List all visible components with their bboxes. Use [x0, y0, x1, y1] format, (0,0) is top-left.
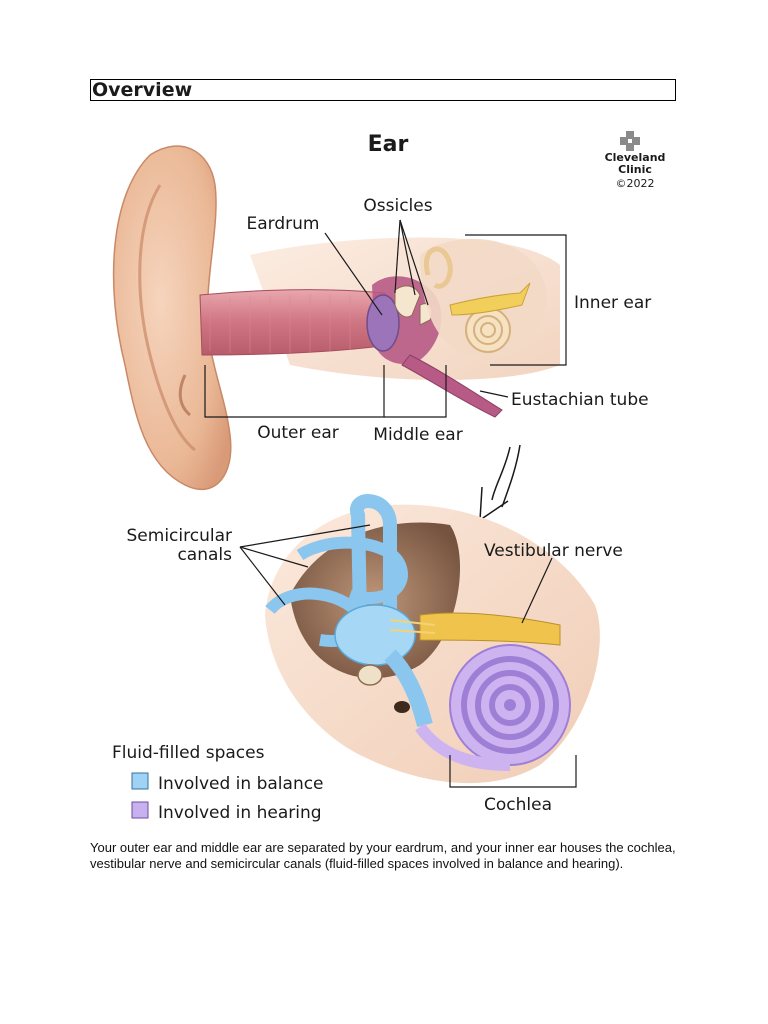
label-semicircular-canals-line1: Semicircular: [127, 526, 232, 546]
label-middle-ear: Middle ear: [373, 425, 462, 445]
figure-title: Ear: [368, 132, 409, 157]
credit-line2: Clinic: [618, 163, 652, 176]
legend-title: Fluid-filled spaces: [112, 743, 265, 763]
credit-year: ©2022: [616, 177, 655, 190]
legend-swatch-balance: [132, 773, 148, 789]
label-cochlea: Cochlea: [484, 795, 552, 815]
label-vestibular-nerve: Vestibular nerve: [484, 541, 623, 561]
legend-swatch-hearing: [132, 802, 148, 818]
legend: Fluid-filled spaces Involved in balance …: [112, 743, 324, 823]
label-semicircular-canals-line2: canals: [177, 545, 232, 565]
legend-label-hearing: Involved in hearing: [158, 803, 322, 823]
ear-anatomy-figure: Cleveland Clinic ©2022 Ear Eardrum Ossic…: [90, 115, 680, 835]
cleveland-clinic-logo: [620, 131, 640, 151]
down-arrow-icon: [480, 445, 520, 520]
label-outer-ear: Outer ear: [257, 423, 339, 443]
label-eardrum: Eardrum: [247, 214, 320, 234]
label-inner-ear: Inner ear: [574, 293, 651, 313]
legend-label-balance: Involved in balance: [158, 774, 324, 794]
figure-caption: Your outer ear and middle ear are separa…: [90, 840, 680, 872]
section-header: Overview: [90, 79, 676, 101]
section-title: Overview: [92, 79, 192, 101]
label-eustachian-tube: Eustachian tube: [511, 390, 649, 410]
label-ossicles: Ossicles: [363, 196, 432, 216]
ear-illustration: Cleveland Clinic ©2022 Ear Eardrum Ossic…: [90, 115, 680, 835]
